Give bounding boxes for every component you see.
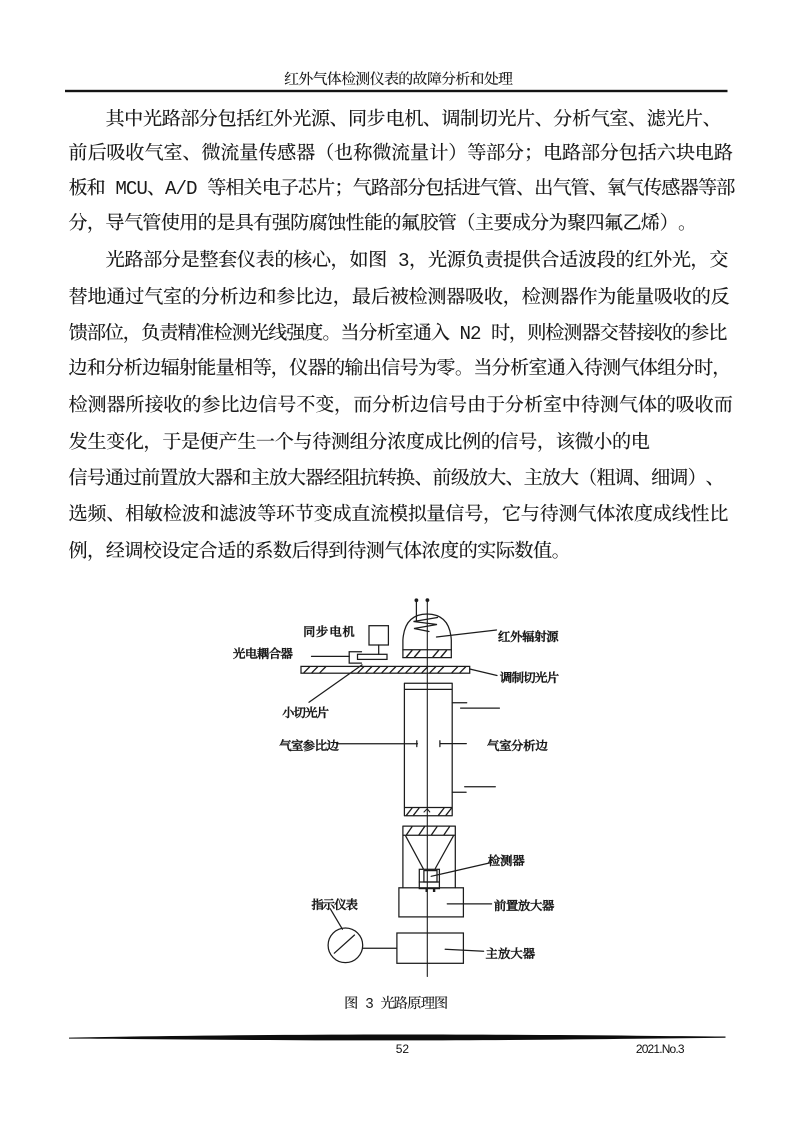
photo-coupler-bracket	[348, 651, 363, 664]
body-text-line: 选频、相敏检波和滤波等环节变成直流模拟量信号，它与待测气体浓度成线性比	[68, 499, 729, 526]
indicator-gauge-dial	[327, 927, 364, 964]
detector-cell	[418, 868, 441, 890]
figure-label-chamber-reference-side: 气室参比边	[279, 736, 339, 754]
footer-rule	[69, 1034, 726, 1041]
body-text-line: 其中光路部分包括红外光源、同步电机、调制切光片、分析气室、滤光片、	[105, 103, 722, 131]
body-text-line: 分，导气管使用的是具有强防腐蚀性能的氟胶管（主要成分为聚四氟乙烯）。	[68, 207, 698, 235]
body-text-line: 光路部分是整套仪表的核心，如图 3，光源负责提供合适波段的红外光，交	[105, 245, 729, 272]
body-text-line: 馈部位，负责精准检测光线强度。当分析室通入 N2 时，则检测器交替接收的参比	[68, 317, 728, 345]
filament-zigzag	[413, 616, 439, 633]
chopper-bar	[300, 665, 471, 674]
detector-housing	[402, 825, 456, 889]
figure-label-chamber-analysis-side: 气室分析边	[486, 736, 548, 755]
motor-box	[368, 625, 390, 646]
body-text-line: 前后吸收气室、微流量传感器（也称微流量计）等部分；电路部分包括六块电路	[68, 138, 733, 165]
body-text-line: 例，经调校设定合适的系数后得到待测气体浓度的实际数值。	[68, 535, 571, 563]
body-text-line: 信号通过前置放大器和主放大器经阻抗转换、前级放大、主放大（粗调、细调）、	[68, 462, 725, 490]
figure-label-detector: 检测器	[487, 851, 525, 870]
figure-label-sync-motor: 同步电机	[303, 622, 356, 640]
page-title: 红外气体检测仪表的故障分析和处理	[284, 67, 513, 89]
figure-caption: 图 3 光路原理图	[344, 991, 448, 1013]
body-text-line: 发生变化，于是便产生一个与待测组分浓度成比例的信号，该微小的电	[68, 427, 650, 454]
footer-page-number: 52	[395, 1042, 410, 1057]
figure-label-photo-coupler: 光电耦合器	[233, 644, 293, 663]
main-amplifier-box	[396, 932, 465, 964]
body-text-line: 检测器所接收的参比边信号不变，而分析边信号由于分析室中待测气体的吸收而	[68, 389, 733, 417]
gauge-needle	[333, 934, 356, 954]
figure-label-indicator-gauge: 指示仪表	[311, 894, 358, 913]
footer-issue-number: 2021.No.3	[635, 1042, 685, 1056]
figure-label-small-chopper: 小切光片	[282, 702, 329, 721]
preamplifier-box	[398, 887, 465, 918]
figure-label-ir-source: 红外辐射源	[498, 626, 559, 645]
figure-label-modulating-chopper: 调制切光片	[499, 668, 559, 687]
header-rule	[65, 89, 728, 93]
body-text-line: 替地通过气室的分析边和参比边，最后被检测器吸收，检测器作为能量吸收的反	[68, 281, 730, 309]
gas-chamber	[403, 682, 453, 817]
body-text-line: 板和 MCU、A/D 等相关电子芯片；气路部分包括进气管、出气管、氧气传感器等部	[68, 172, 736, 200]
figure-label-main-amplifier: 主放大器	[485, 944, 536, 963]
figure-label-preamplifier: 前置放大器	[493, 895, 555, 914]
ir-source-dome	[402, 613, 452, 659]
body-text-line: 边和分析边辐射能量相等，仪器的输出信号为零。当分析室通入待测气体组分时，	[68, 353, 732, 380]
